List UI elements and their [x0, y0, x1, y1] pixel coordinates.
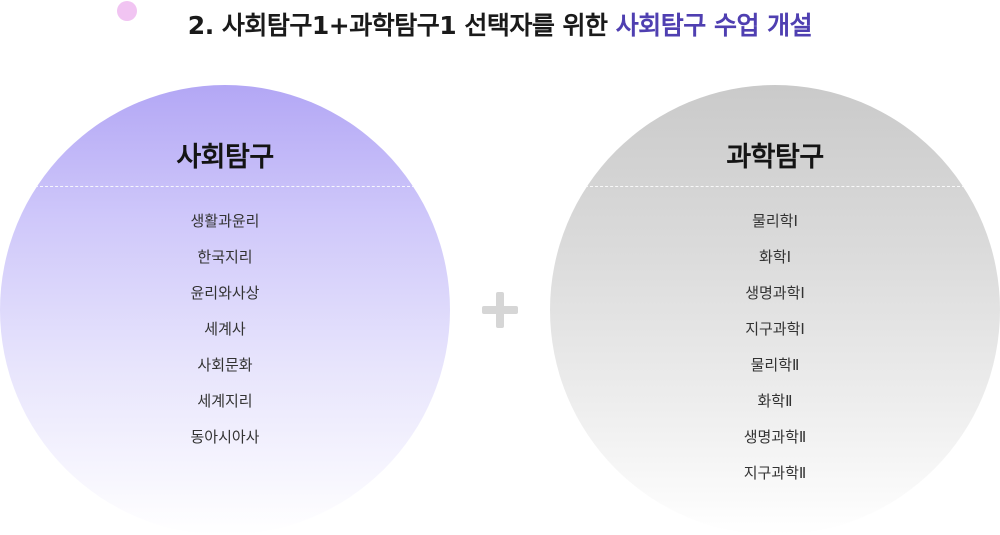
plus-icon-vertical	[496, 292, 504, 328]
subject-item: 생명과학Ⅱ	[743, 428, 807, 446]
title-main: 2. 사회탐구1+과학탐구1 선택자를 위한	[187, 11, 608, 40]
subject-item: 지구과학Ⅱ	[743, 464, 807, 482]
subject-item: 생활과윤리	[190, 212, 260, 230]
science-circle: 과학탐구 물리학Ⅰ 화학Ⅰ 생명과학Ⅰ 지구과학Ⅰ 물리학Ⅱ 화학Ⅱ 생명과학Ⅱ…	[550, 85, 1000, 535]
science-divider	[585, 186, 965, 187]
subject-item: 사회문화	[197, 356, 253, 374]
subject-item: 동아시아사	[190, 428, 260, 446]
social-studies-circle: 사회탐구 생활과윤리 한국지리 윤리와사상 세계사 사회문화 세계지리 동아시아…	[0, 85, 450, 535]
social-divider	[35, 186, 415, 187]
subject-item: 세계사	[204, 320, 246, 338]
subject-item: 물리학Ⅱ	[750, 356, 800, 374]
plus-icon	[481, 291, 519, 329]
subject-item: 한국지리	[197, 248, 253, 266]
subject-item: 물리학Ⅰ	[752, 212, 798, 230]
subject-item: 생명과학Ⅰ	[745, 284, 805, 302]
subject-item: 지구과학Ⅰ	[745, 320, 805, 338]
title-accent: 사회탐구 수업 개설	[615, 11, 813, 40]
science-title: 과학탐구	[726, 142, 824, 173]
science-subject-list: 물리학Ⅰ 화학Ⅰ 생명과학Ⅰ 지구과학Ⅰ 물리학Ⅱ 화학Ⅱ 생명과학Ⅱ 지구과학…	[550, 211, 1000, 499]
subject-item: 화학Ⅰ	[758, 248, 792, 266]
subject-item: 윤리와사상	[190, 284, 260, 302]
title-decoration-dot	[117, 1, 137, 21]
subject-item: 화학Ⅱ	[757, 392, 793, 410]
page-title: 2. 사회탐구1+과학탐구1 선택자를 위한 사회탐구 수업 개설	[0, 6, 1000, 42]
social-subject-list: 생활과윤리 한국지리 윤리와사상 세계사 사회문화 세계지리 동아시아사	[0, 211, 450, 463]
subject-item: 세계지리	[197, 392, 253, 410]
social-studies-title: 사회탐구	[176, 142, 274, 173]
